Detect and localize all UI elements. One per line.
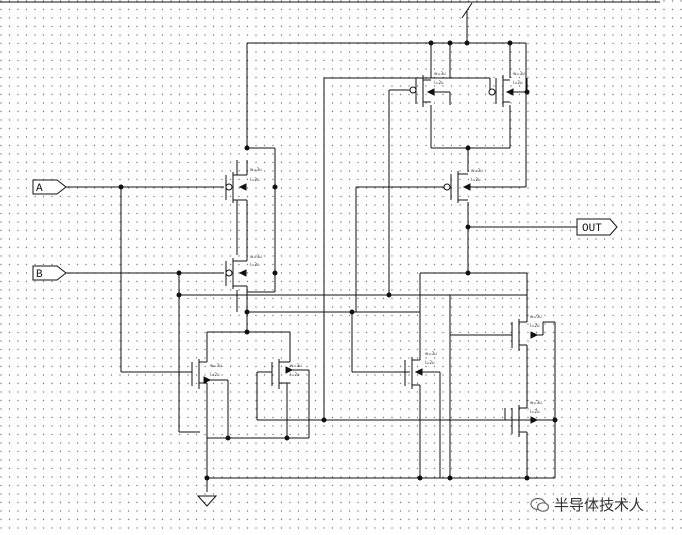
input-port-a: A — [32, 179, 67, 195]
nmos-transistor-left-2 — [257, 359, 309, 389]
svg-text:w=3u: w=3u — [250, 167, 262, 172]
watermark: 半导体技术人 — [530, 494, 644, 515]
svg-text:l=2u: l=2u — [250, 177, 260, 182]
nmos-transistor-left-1 — [185, 359, 228, 389]
device-labels: w=3u l=2u w=3u l=2u w=3u l=2u w=3u l=2u … — [210, 71, 542, 414]
svg-text:l=2u: l=2u — [530, 409, 540, 414]
pmos-transistor-mid — [443, 171, 478, 203]
ground-icon — [196, 495, 218, 507]
nmos-transistor-mid — [404, 357, 440, 389]
svg-text:w=3u: w=3u — [530, 314, 542, 319]
pmos-transistor-top-1 — [409, 75, 450, 107]
svg-text:B: B — [36, 269, 43, 281]
wechat-icon — [530, 497, 550, 512]
svg-text:l=2u: l=2u — [530, 323, 540, 328]
svg-text:l=2u: l=2u — [210, 372, 220, 377]
svg-text:w=3u: w=3u — [530, 400, 542, 405]
svg-text:w=3u: w=3u — [250, 254, 262, 259]
svg-text:w=3u: w=3u — [513, 71, 525, 76]
svg-text:w=3u: w=3u — [425, 351, 437, 356]
svg-text:l=2u: l=2u — [290, 372, 300, 377]
svg-text:A: A — [36, 183, 43, 195]
junction-dots — [118, 40, 558, 481]
svg-text:OUT: OUT — [582, 223, 602, 235]
pmos-transistor-a — [225, 160, 248, 255]
svg-text:w=3u: w=3u — [210, 363, 222, 368]
svg-text:w=3u: w=3u — [434, 71, 446, 76]
svg-text:l=2u: l=2u — [513, 80, 523, 85]
nmos-transistor-right-2 — [505, 405, 555, 437]
svg-text:l=2u: l=2u — [471, 177, 481, 182]
svg-text:w=3u: w=3u — [290, 363, 302, 368]
svg-text:l=2u: l=2u — [250, 262, 260, 267]
svg-text:l=2u: l=2u — [425, 360, 435, 365]
svg-text:w=3u: w=3u — [471, 168, 483, 173]
pmos-transistor-b — [225, 255, 248, 312]
output-port-out: OUT — [576, 218, 618, 236]
svg-text:l=2u: l=2u — [434, 80, 444, 85]
pmos-transistor-top-2 — [488, 75, 527, 107]
input-port-b: B — [32, 265, 67, 281]
watermark-text: 半导体技术人 — [554, 496, 645, 514]
nmos-transistor-right-1 — [505, 319, 544, 351]
